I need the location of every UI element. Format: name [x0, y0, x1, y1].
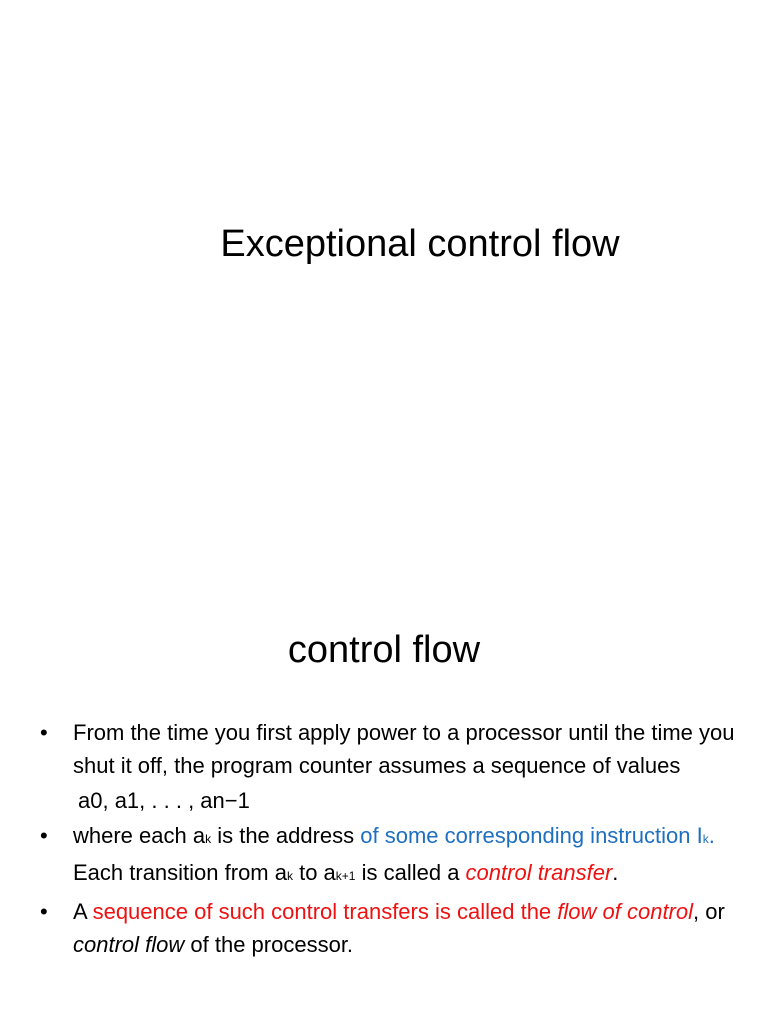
bullet-marker: •	[40, 899, 48, 924]
highlight-red-italic-text: control transfer	[465, 860, 613, 885]
subscript-k: k	[286, 869, 293, 883]
bullet-item-address: • where each ak is the address of some c…	[40, 819, 740, 893]
bullet-text-segment: A	[73, 899, 93, 924]
bullet-text-segment: where each a	[73, 823, 206, 848]
slide-title-control-flow: control flow	[287, 629, 481, 671]
address-sequence: a0, a1, . . . , an−1	[78, 788, 250, 813]
bullet-text-segment: of the processor.	[184, 932, 354, 957]
bullet-text-segment: , or	[693, 899, 725, 924]
slide-title-exceptional-control-flow: Exceptional control flow	[220, 223, 620, 265]
bullet-text-segment: to a	[292, 860, 336, 885]
subscript-k: k	[702, 832, 709, 846]
bullet-text-segment: .	[612, 860, 619, 885]
bullet-text-segment: is the address	[211, 823, 361, 848]
bullet-marker: •	[40, 720, 48, 745]
bullet-item-flow-of-control: • A sequence of such control transfers i…	[40, 895, 740, 961]
highlight-red-italic-text: flow of control	[557, 899, 694, 924]
bullet-text: From the time you first apply power to a…	[73, 720, 735, 778]
bullet-list: • From the time you first apply power to…	[40, 716, 740, 961]
bullet-marker: •	[40, 823, 48, 848]
bullet-text-segment: Each transition from a	[73, 860, 287, 885]
highlight-blue-text: .	[708, 823, 715, 848]
italic-text: control flow	[73, 932, 185, 957]
highlight-red-text: sequence of such control transfers is ca…	[92, 899, 558, 924]
subscript-k-plus-1: k+1	[335, 869, 356, 883]
highlight-blue-text: of some corresponding instruction I	[360, 823, 703, 848]
subscript-k: k	[205, 832, 212, 846]
bullet-text-segment: is called a	[355, 860, 466, 885]
bullet-item-power: • From the time you first apply power to…	[40, 716, 740, 782]
